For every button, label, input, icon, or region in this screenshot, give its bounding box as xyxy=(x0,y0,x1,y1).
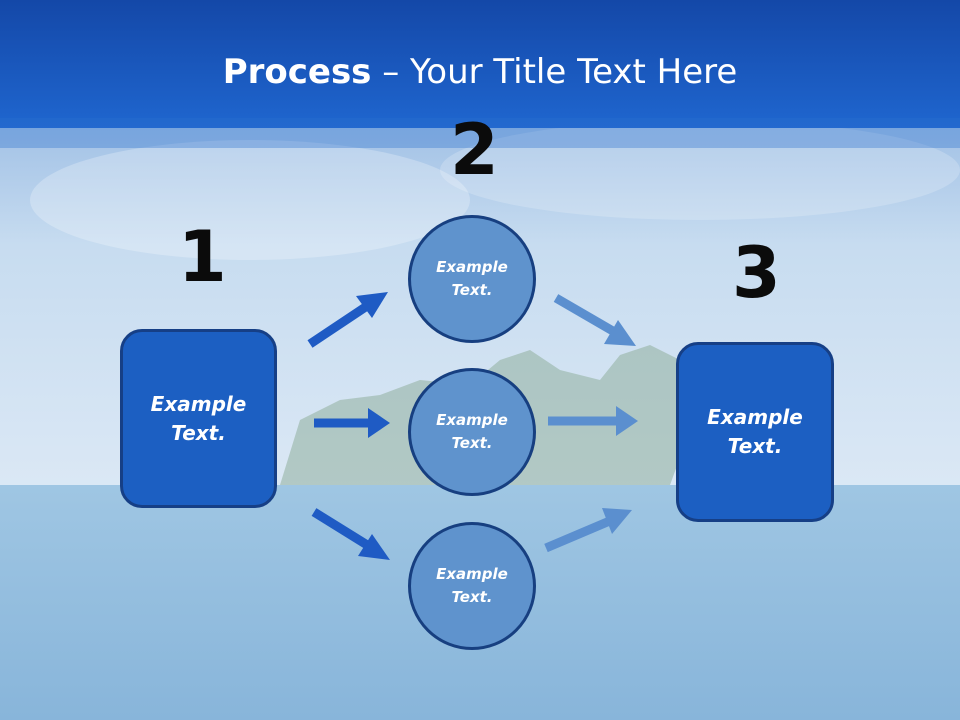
arrow-left-to-top xyxy=(307,300,373,348)
arrow-bottom-to-right-head xyxy=(602,508,632,534)
process-circle-top-text: Example Text. xyxy=(436,258,508,299)
process-box-left[interactable]: Example Text. xyxy=(120,329,277,508)
process-circle-bottom[interactable]: Example Text. xyxy=(408,522,536,650)
process-circle-top[interactable]: Example Text. xyxy=(408,215,536,343)
arrow-left-to-bottom-head xyxy=(358,534,390,560)
slide-title: Process – Your Title Text Here xyxy=(0,52,960,92)
arrow-middle-to-right-head xyxy=(616,406,638,436)
step-number-3: 3 xyxy=(732,232,781,314)
arrow-top-to-right-head xyxy=(604,320,636,346)
step-number-1: 1 xyxy=(178,216,227,298)
process-box-left-text: Example Text. xyxy=(150,391,247,445)
arrow-left-to-top-head xyxy=(356,292,388,318)
process-circle-middle-text: Example Text. xyxy=(436,411,508,452)
title-rest: – Your Title Text Here xyxy=(371,52,738,92)
process-circle-bottom-text: Example Text. xyxy=(436,565,508,606)
arrow-left-to-middle-head xyxy=(368,408,390,438)
process-box-right[interactable]: Example Text. xyxy=(676,342,834,522)
arrow-bottom-to-right xyxy=(544,515,614,553)
arrow-top-to-right xyxy=(553,294,621,338)
process-circle-middle[interactable]: Example Text. xyxy=(408,368,536,496)
step-number-2: 2 xyxy=(450,109,499,191)
arrow-left-to-bottom xyxy=(311,508,375,552)
process-box-right-text: Example Text. xyxy=(707,405,803,458)
title-bold: Process xyxy=(222,52,372,92)
